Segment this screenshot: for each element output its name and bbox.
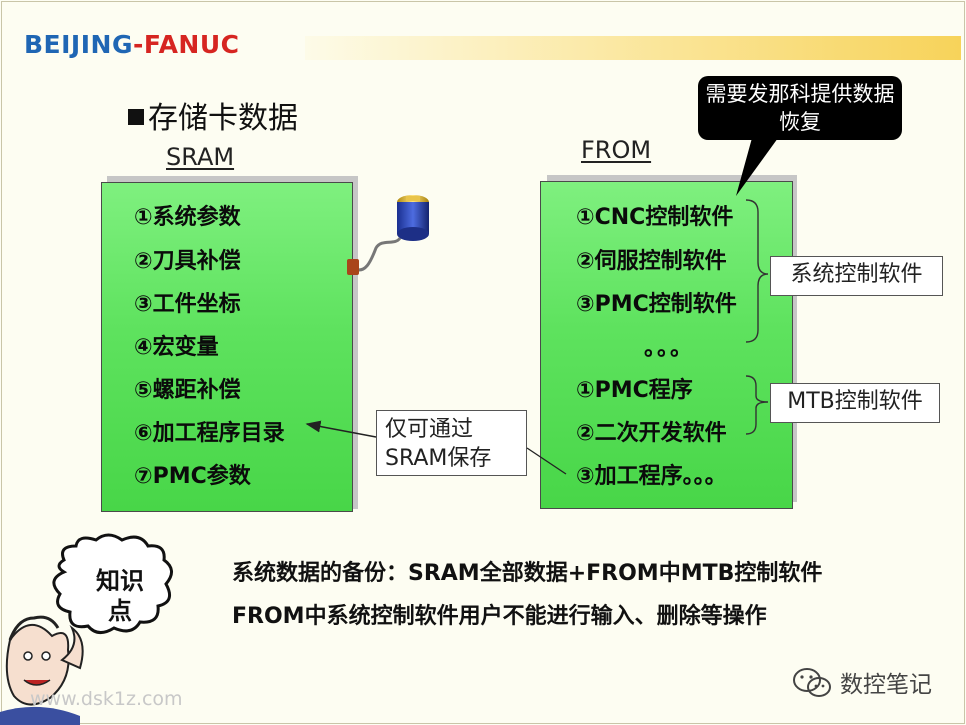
bracket-system [745, 199, 769, 343]
sram-item: ④宏变量 [134, 335, 219, 360]
from-item: ①CNC控制软件 [576, 205, 734, 230]
sram-item: ②刀具补偿 [134, 249, 241, 274]
page-title-text: 存储卡数据 [148, 101, 298, 136]
sram-label: SRAM [166, 143, 235, 171]
watermark-url: www.dsk1z.com [30, 688, 183, 710]
system-software-callout: 系统控制软件 [770, 256, 943, 296]
sram-only-line2: SRAM保存 [385, 446, 492, 471]
knowledge-cloud [52, 533, 173, 634]
watermark-account: 数控笔记 [840, 672, 932, 698]
logo-dash: - [132, 30, 144, 59]
header-gradient-bar [305, 36, 961, 60]
from-item: ①PMC程序 [576, 378, 693, 403]
knowledge-badge: 知识点 [96, 567, 144, 625]
line-from-program [526, 447, 567, 475]
from-panel [540, 181, 793, 509]
from-item: ③加工程序。。。 [576, 464, 727, 489]
sram-item: ③工件坐标 [134, 292, 241, 317]
from-item: 。。。 [644, 336, 695, 361]
mtb-software-callout: MTB控制软件 [770, 383, 940, 423]
from-item: ②二次开发软件 [576, 421, 727, 446]
sram-item: ⑦PMC参数 [134, 464, 251, 489]
from-item: ③PMC控制软件 [576, 292, 737, 317]
sram-item: ①系统参数 [134, 205, 241, 230]
logo-beijing: BEIJING [24, 30, 133, 59]
sram-item: ⑥加工程序目录 [134, 421, 285, 446]
logo: BEIJING-FANUC [24, 30, 240, 64]
note-line: 系统数据的备份：SRAM全部数据+FROM中MTB控制软件 [232, 561, 823, 586]
bracket-mtb [745, 375, 769, 435]
bubble-tail [736, 138, 778, 196]
page-title: 存储卡数据 [128, 93, 298, 137]
arrow-sram-only [305, 420, 377, 438]
speech-bubble-text: 需要发那科提供数据恢复 [705, 82, 895, 134]
speech-bubble: 需要发那科提供数据恢复 [698, 76, 902, 140]
from-item: ②伺服控制软件 [576, 249, 727, 274]
from-label: FROM [581, 136, 652, 164]
sram-item: ⑤螺距补偿 [134, 378, 241, 403]
bullet-square-icon [128, 109, 144, 125]
logo-fanuc: FANUC [143, 30, 240, 59]
note-line: FROM中系统控制软件用户不能进行输入、删除等操作 [232, 604, 767, 629]
cartoon-man-icon [0, 615, 84, 725]
sram-only-line1: 仅可通过 [385, 417, 474, 442]
wechat-icon [793, 668, 831, 697]
battery-icon [347, 195, 429, 275]
sram-only-callout: 仅可通过 SRAM保存 [376, 410, 527, 476]
sram-panel [101, 182, 353, 512]
